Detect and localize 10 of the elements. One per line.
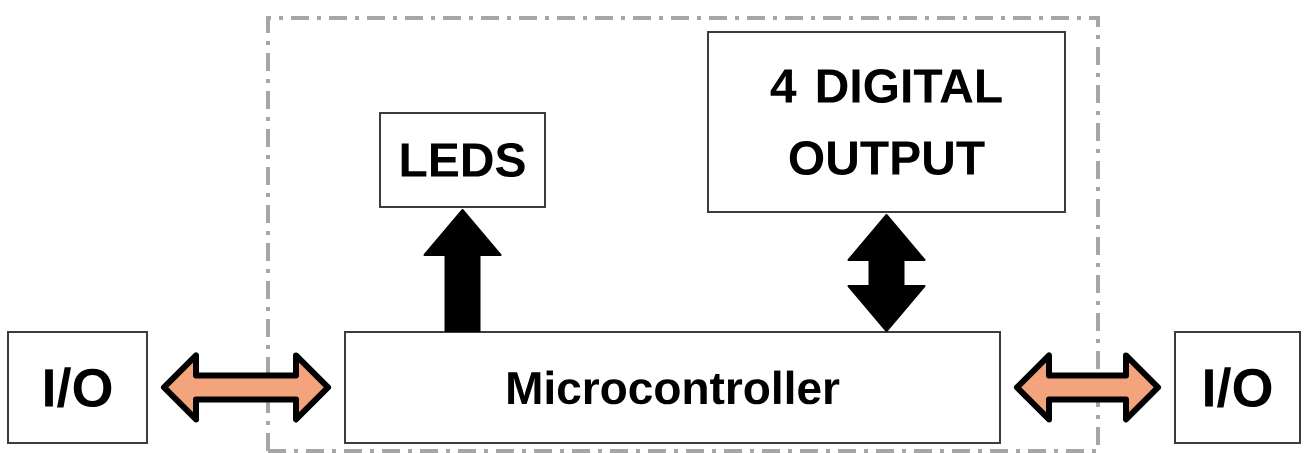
block-arrow [1014,352,1161,423]
block-arrow [847,214,926,332]
process-box: 4 DIGITAL OUTPUT [707,31,1066,213]
group-boundary [266,16,1100,453]
process-box: LEDS [379,112,546,208]
process-box: Microcontroller [344,331,1001,444]
process-box: I/O [7,331,148,444]
block-arrow [423,209,502,332]
process-box: I/O [1174,331,1301,444]
block-arrow [161,352,331,423]
